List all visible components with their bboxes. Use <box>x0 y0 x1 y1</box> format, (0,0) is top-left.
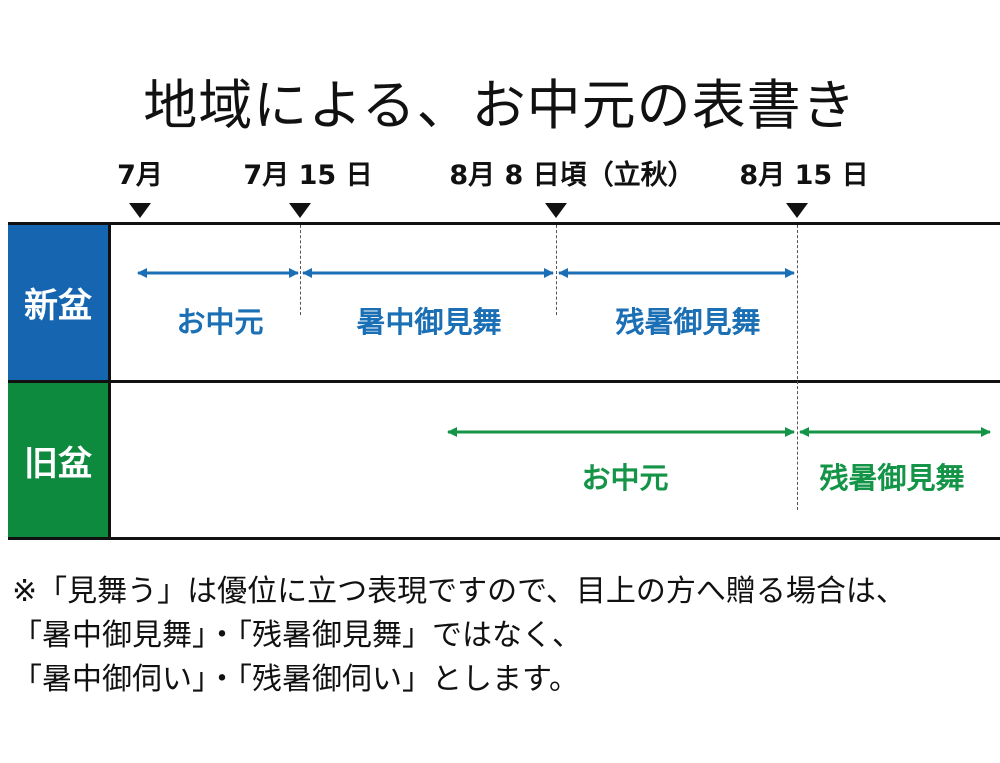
row-header-kyubon: 旧盆 <box>8 383 108 537</box>
date-label-jul: 7月 <box>117 160 163 191</box>
span-label-shinbon-ochugen: お中元 <box>176 305 264 339</box>
table-top-border <box>8 222 1000 225</box>
date-label-jul15: 7月 15 日 <box>243 160 373 191</box>
span-label-shinbon-shochu: 暑中御見舞 <box>356 305 502 339</box>
table-middle-border <box>8 380 1000 383</box>
span-label-shinbon-zansho: 残暑御見舞 <box>615 305 761 339</box>
row-header-shinbon: 新盆 <box>8 225 108 380</box>
date-label-aug8: 8月 8 日頃（立秋） <box>449 160 695 191</box>
span-label-kyubon-zansho: 残暑御見舞 <box>819 461 965 495</box>
footnote: ※「見舞う」は優位に立つ表現ですので、目上の方へ贈る場合は、 「暑中御見舞」・「… <box>12 570 992 702</box>
guide-jul15 <box>300 225 301 315</box>
guide-aug8 <box>556 225 557 315</box>
footnote-line-1: ※「見舞う」は優位に立つ表現ですので、目上の方へ贈る場合は、 <box>12 574 906 609</box>
footnote-line-3: 「暑中御伺い」・「残暑御伺い」とします。 <box>12 662 579 697</box>
table-bottom-border <box>8 537 1000 540</box>
span-label-kyubon-ochugen: お中元 <box>581 461 669 495</box>
date-marker-jul15 <box>289 203 311 218</box>
footnote-line-2: 「暑中御見舞」・「残暑御見舞」ではなく、 <box>12 618 582 653</box>
date-label-aug15: 8月 15 日 <box>739 160 869 191</box>
date-marker-aug15 <box>786 203 808 218</box>
date-marker-aug8 <box>545 203 567 218</box>
date-marker-jul <box>129 203 151 218</box>
timeline-table: 新盆 旧盆 お中元 暑中御見舞 残暑御見舞 お中元 残暑御見舞 <box>8 222 1000 540</box>
header-divider <box>108 222 111 540</box>
guide-aug15 <box>797 225 798 510</box>
page-title: 地域による、お中元の表書き <box>143 74 857 138</box>
